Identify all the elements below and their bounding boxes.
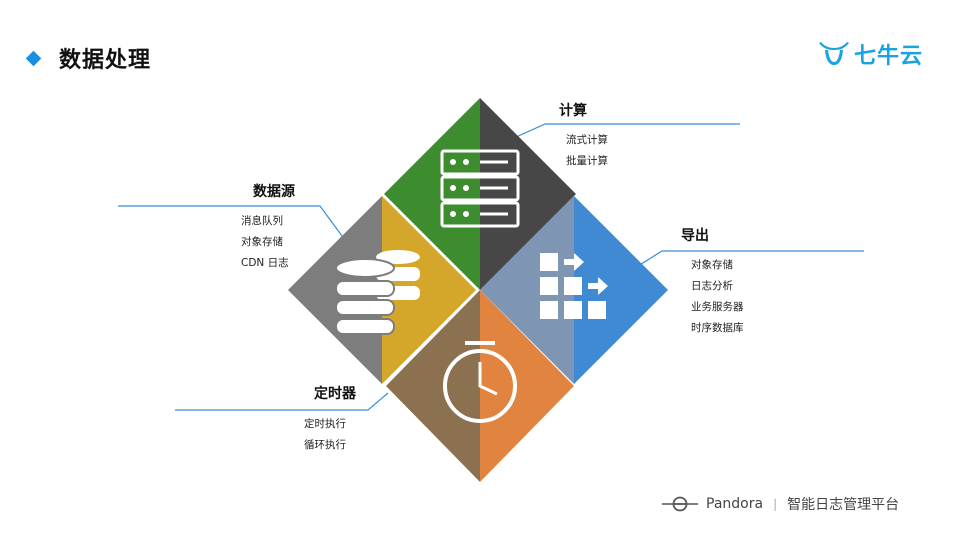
source-diamond-left [288,196,382,384]
export-diamond-left [480,196,574,384]
timer-diamond-left [386,290,480,482]
footer-separator: | [773,497,778,511]
timer-diamond [386,290,574,482]
qiniu-logo-icon [819,42,849,65]
pandora-logo-icon [662,496,698,512]
logo-text: 七牛云 [854,44,924,69]
footer: Pandora | 智能日志管理平台 [662,494,899,514]
compute-diamond-left [384,98,480,290]
source-item: 消息队列 [241,215,283,227]
source-title: 数据源 [253,184,295,200]
compute-diamond-right [480,98,576,290]
source-diamond [288,196,476,384]
grid-export-icon [540,253,608,319]
export-item: 业务服务器 [691,301,744,313]
footer-brand: Pandora [706,496,764,512]
compute-item: 批量计算 [566,155,608,167]
export-items: 对象存储 日志分析 业务服务器 时序数据库 [691,255,744,339]
compute-title: 计算 [559,103,587,119]
stopwatch-icon [443,341,517,423]
export-diamond-right [574,196,668,384]
page-title-block: 数据处理 [25,42,152,74]
source-connector-line [118,205,343,237]
export-diamond [480,196,668,384]
timer-item: 循环执行 [304,439,346,451]
source-item: CDN 日志 [241,257,289,269]
source-diamond-right [382,196,476,384]
compute-items: 流式计算 批量计算 [566,130,608,172]
server-icon [440,149,520,228]
compute-item: 流式计算 [566,134,608,146]
timer-diamond-right [480,290,574,482]
compute-connector-line [504,123,740,143]
source-item: 对象存储 [241,236,283,248]
export-title: 导出 [681,228,709,244]
export-item: 对象存储 [691,259,733,271]
qiniu-logo: 七牛云 [817,38,923,70]
source-items: 消息队列 对象存储 CDN 日志 [241,211,289,274]
compute-diamond [384,98,576,290]
page-title: 数据处理 [59,48,152,73]
export-item: 时序数据库 [691,322,744,334]
timer-title: 定时器 [314,386,356,402]
timer-connector-line [175,392,389,411]
export-item: 日志分析 [691,280,733,292]
footer-subtitle: 智能日志管理平台 [787,497,900,513]
timer-items: 定时执行 循环执行 [304,414,346,456]
database-icon [335,250,420,335]
timer-item: 定时执行 [304,418,346,430]
